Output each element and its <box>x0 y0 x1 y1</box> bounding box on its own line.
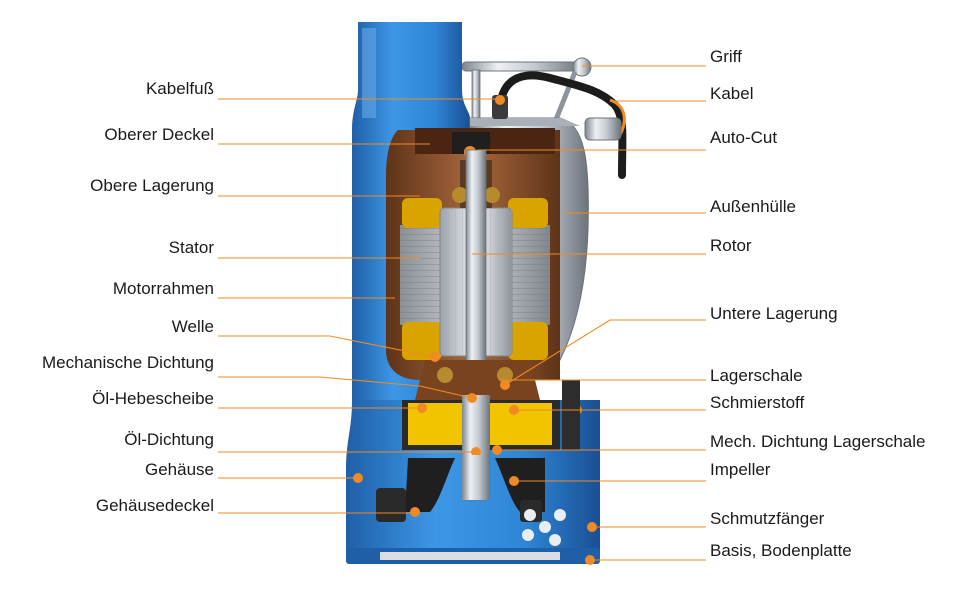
label-basis-bodenplatte: Basis, Bodenplatte <box>710 541 852 560</box>
oil-chamber <box>402 380 582 457</box>
label-aussenhuelle: Außenhülle <box>710 197 797 216</box>
handle-bar <box>461 57 592 123</box>
label-schmutzfaenger: Schmutzfänger <box>710 509 825 528</box>
label-griff: Griff <box>710 47 742 66</box>
label-schmierstoff: Schmierstoff <box>710 393 805 412</box>
label-welle: Welle <box>171 317 214 336</box>
label-impeller: Impeller <box>710 460 771 479</box>
label-gehaeusedeckel: Gehäusedeckel <box>95 496 214 515</box>
label-oberer-deckel: Oberer Deckel <box>104 125 214 144</box>
label-stator: Stator <box>168 238 214 257</box>
label-rotor: Rotor <box>710 236 752 255</box>
base-plate <box>346 548 600 565</box>
label-gehaeuse: Gehäuse <box>145 460 214 479</box>
cable <box>492 71 627 179</box>
label-oel-hebescheibe: Öl-Hebescheibe <box>92 389 214 408</box>
label-motorrahmen: Motorrahmen <box>112 279 214 298</box>
label-auto-cut: Auto-Cut <box>710 128 778 147</box>
label-oel-dichtung: Öl-Dichtung <box>124 430 214 449</box>
label-untere-lagerung: Untere Lagerung <box>710 304 838 323</box>
lower-bearing <box>415 352 540 400</box>
label-mechanische-dichtung: Mechanische Dichtung <box>42 353 214 372</box>
label-lagerschale: Lagerschale <box>710 366 803 385</box>
label-mech-dichtung-lagerschale: Mech. Dichtung Lagerschale <box>710 432 926 451</box>
label-kabelfuss: Kabelfuß <box>145 79 214 98</box>
leader-lines <box>218 65 706 561</box>
strainer <box>522 509 597 546</box>
label-obere-lagerung: Obere Lagerung <box>90 176 214 195</box>
label-kabel: Kabel <box>710 84 754 103</box>
